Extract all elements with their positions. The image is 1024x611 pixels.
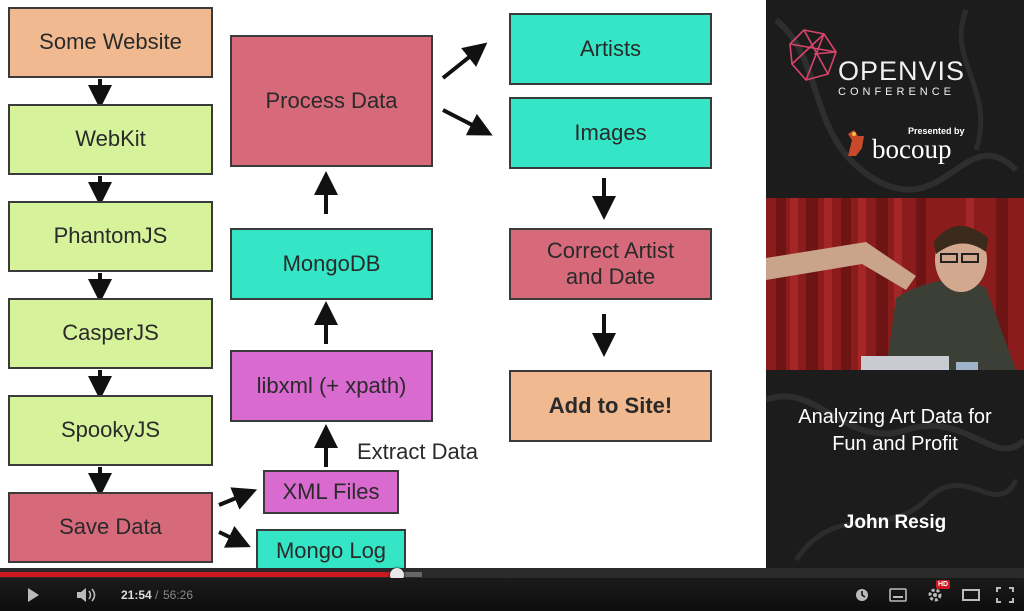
talk-title: Analyzing Art Data for Fun and Profit [766, 404, 1024, 458]
box-phantomjs: PhantomJS [8, 201, 213, 272]
diagram-arrows [88, 42, 616, 548]
bocoup-rooster-icon [848, 130, 864, 156]
box-correct-line1: Correct Artist [546, 237, 675, 263]
box-casperjs: CasperJS [8, 298, 213, 369]
box-images-label: Images [574, 119, 647, 145]
hd-badge: HD [936, 580, 951, 589]
presented-by-label: Presented by [908, 126, 965, 136]
box-process-data-label: Process Data [265, 87, 398, 113]
time-separator: / [155, 588, 159, 602]
box-some-website-label: Some Website [39, 29, 182, 55]
conference-sidebar: OPENVIS CONFERENCE Presented by bocoup [766, 0, 1024, 568]
current-time: 21:54 [121, 588, 152, 602]
fullscreen-icon [996, 586, 1014, 603]
talk-title-line1: Analyzing Art Data for [798, 406, 992, 428]
box-images: Images [509, 97, 712, 169]
talk-title-line2: Fun and Profit [832, 433, 958, 455]
label-extract-data: Extract Data [357, 439, 479, 464]
speaker-name: John Resig [843, 512, 947, 533]
box-correct-line2: and Date [565, 264, 656, 289]
box-phantomjs-label: PhantomJS [53, 223, 168, 249]
box-libxml: libxml (+ xpath) [230, 350, 433, 422]
box-mongodb: MongoDB [230, 228, 433, 300]
box-artists-label: Artists [579, 35, 642, 61]
settings-button[interactable] [922, 578, 948, 611]
volume-button[interactable] [72, 578, 102, 611]
box-artists: Artists [509, 13, 712, 85]
fullscreen-button[interactable] [992, 578, 1018, 611]
play-icon [28, 587, 39, 602]
progress-played [0, 572, 397, 577]
box-webkit-label: WebKit [75, 126, 146, 152]
box-mongo-log: Mongo Log [256, 529, 406, 568]
box-spookyjs: SpookyJS [8, 395, 213, 466]
miniplayer-icon [962, 588, 980, 601]
miniplayer-button[interactable] [958, 578, 984, 611]
box-mongodb-label: MongoDB [282, 250, 381, 276]
box-libxml-label: libxml (+ xpath) [256, 372, 407, 398]
captions-icon [889, 587, 907, 602]
box-xml-files-label: XML Files [282, 478, 380, 504]
box-casperjs-label: CasperJS [62, 320, 159, 346]
box-add-to-site: Add to Site! [509, 370, 712, 442]
settings-icon [928, 588, 942, 601]
box-webkit: WebKit [8, 104, 213, 175]
openvis-logo-icon [789, 29, 837, 81]
openvis-subtitle: CONFERENCE [838, 86, 956, 98]
speaker-video-frame [766, 198, 1024, 370]
watch-later-icon [856, 588, 868, 601]
box-save-data: Save Data [8, 492, 213, 563]
box-mongo-log-label: Mongo Log [275, 537, 387, 563]
box-spookyjs-label: SpookyJS [60, 417, 161, 443]
progress-bar[interactable] [0, 568, 1024, 582]
openvis-title: OPENVIS [838, 56, 966, 86]
play-button[interactable] [20, 578, 46, 611]
box-xml-files: XML Files [263, 470, 399, 514]
box-some-website: Some Website [8, 7, 213, 78]
box-process-data: Process Data [230, 35, 433, 167]
player-controls: 21:54 / 56:26 HD [0, 578, 1024, 611]
sidebar-background-texture [766, 9, 1024, 562]
box-save-data-label: Save Data [59, 514, 162, 540]
captions-button[interactable] [884, 578, 912, 611]
sponsor-name: bocoup [872, 134, 952, 164]
duration: 56:26 [163, 588, 194, 602]
watch-later-button[interactable] [850, 578, 874, 611]
box-add-to-site-label: Add to Site! [548, 392, 673, 418]
box-correct-artist-date: Correct Artist and Date [509, 228, 712, 300]
presentation-slide: Some Website WebKit PhantomJS CasperJS S… [0, 0, 766, 568]
volume-icon [77, 587, 96, 602]
